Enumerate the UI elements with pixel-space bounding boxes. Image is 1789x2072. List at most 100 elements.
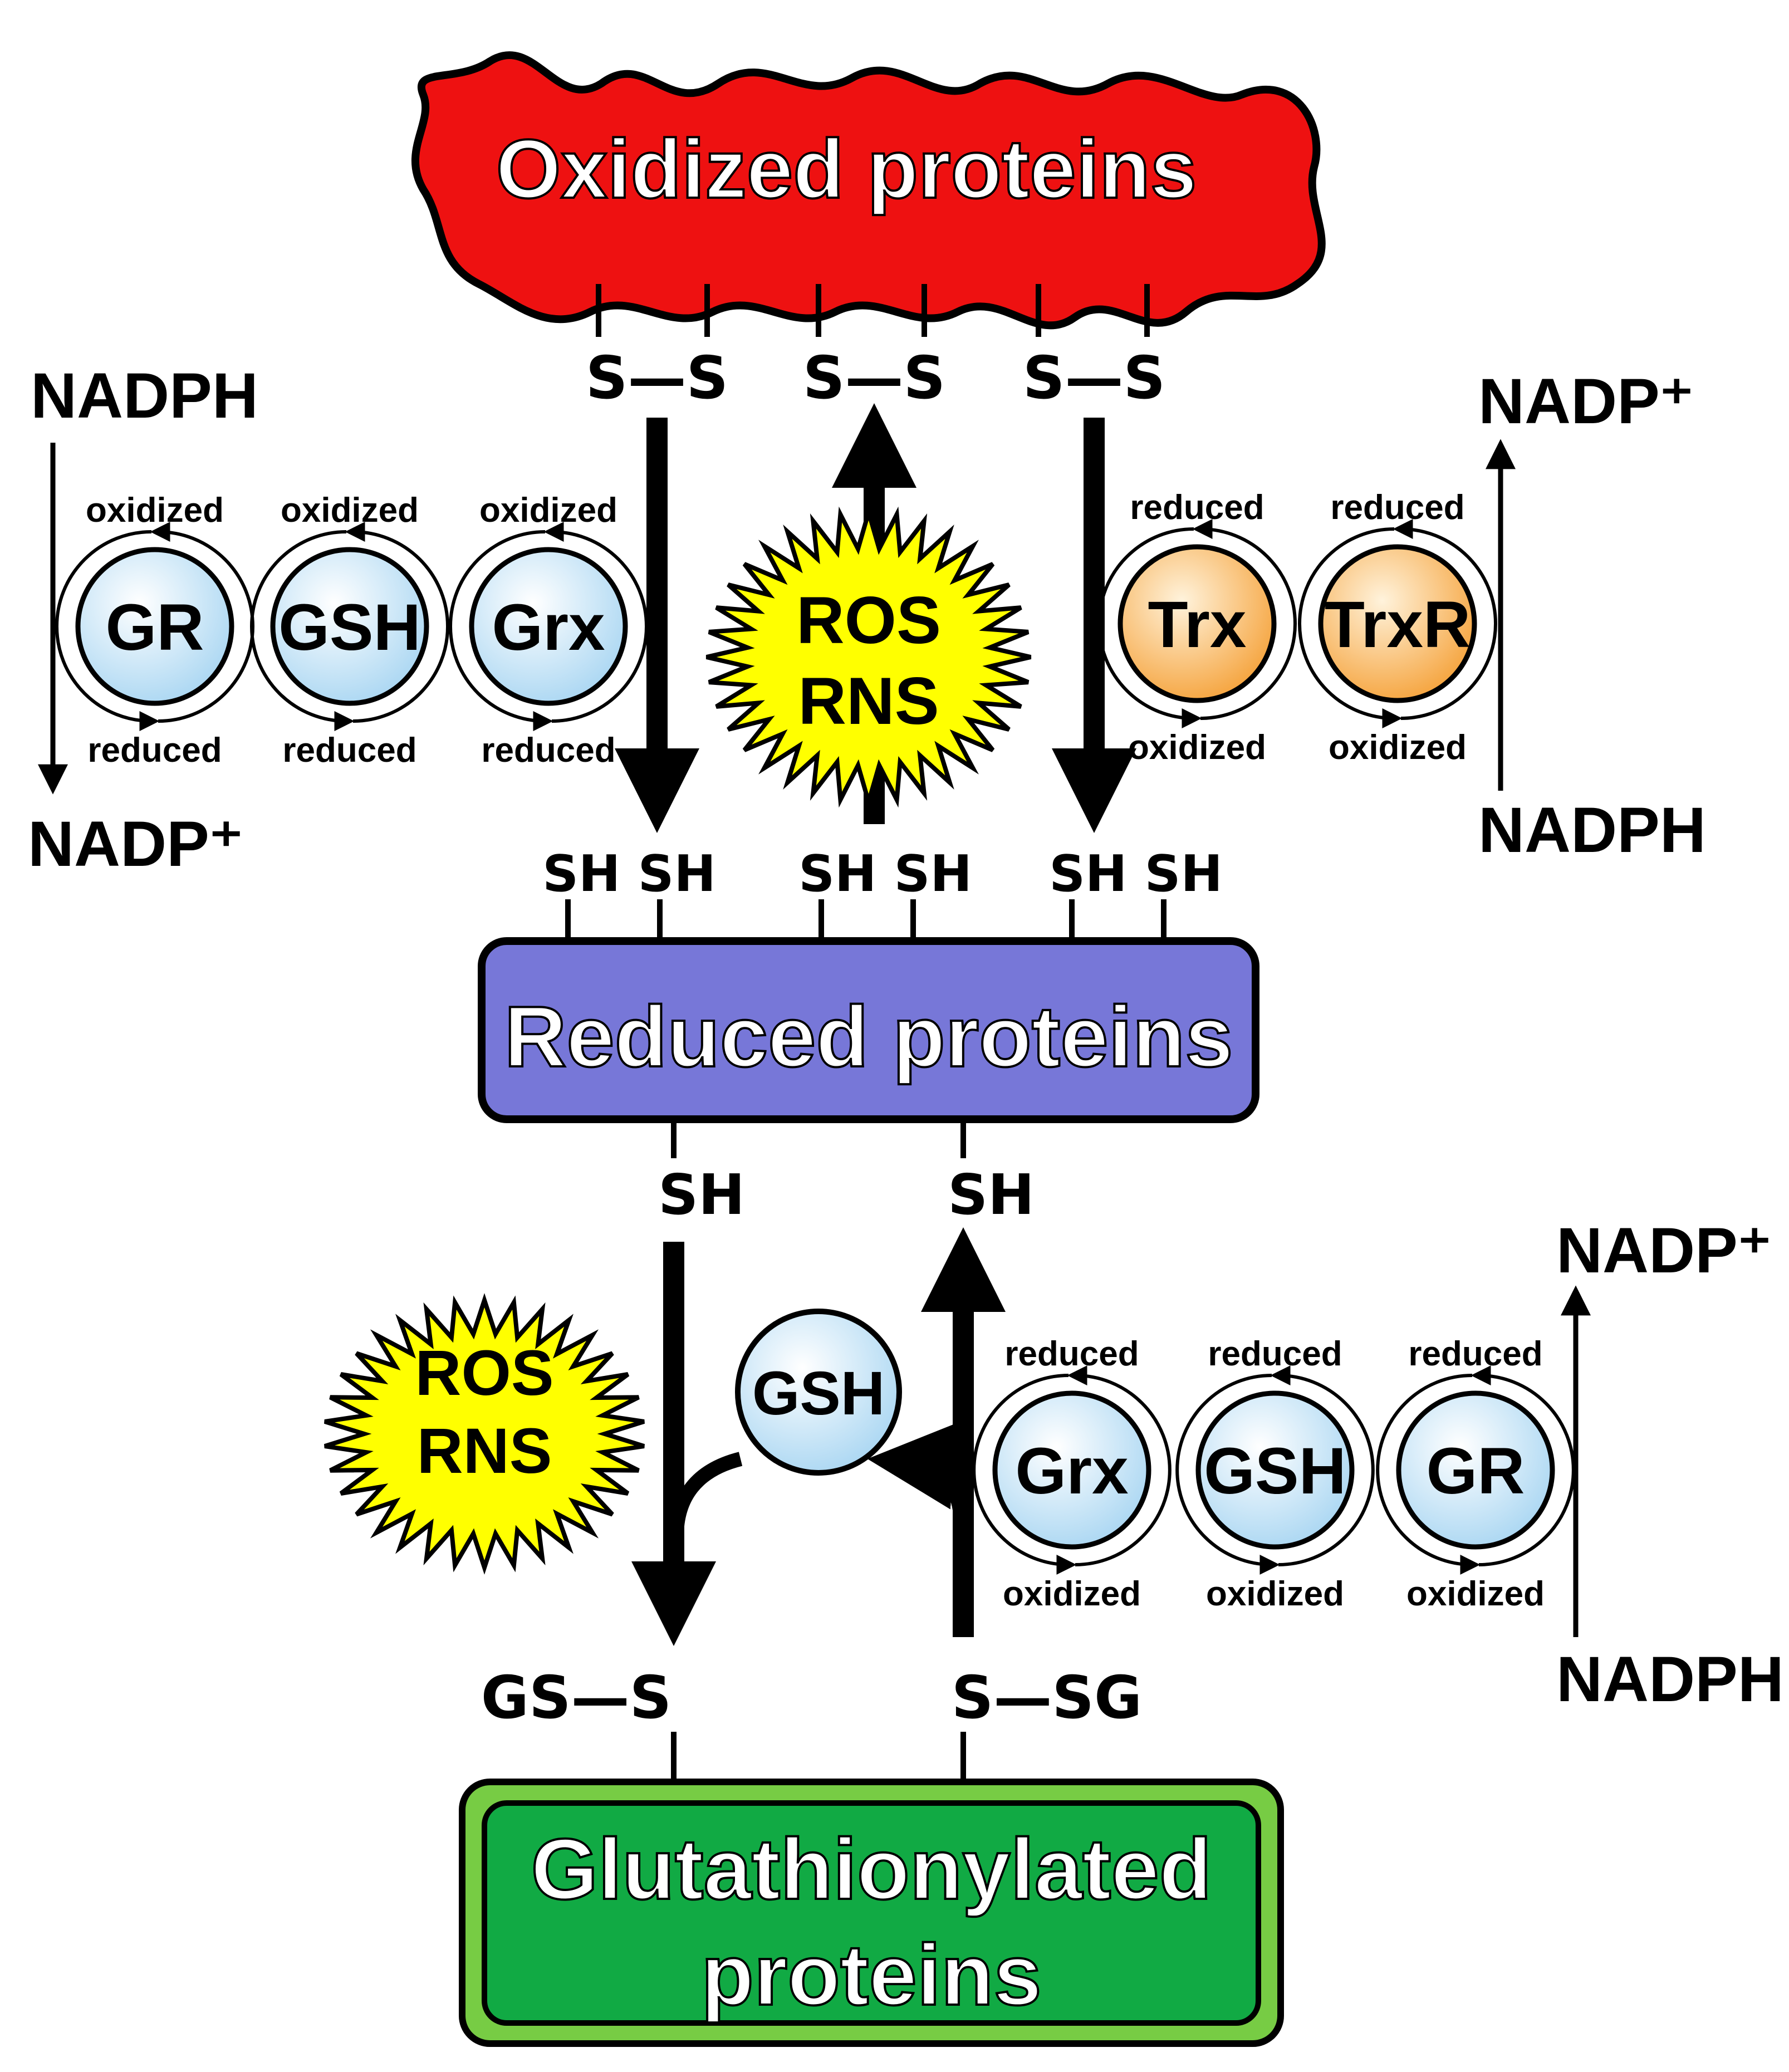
- enzyme-circle: [1396, 1390, 1555, 1550]
- enzyme-label: TrxR: [1325, 588, 1471, 662]
- enzyme-label: GSH: [1204, 1434, 1346, 1508]
- disulfide-label-3: S—S: [1023, 344, 1165, 412]
- sh-lower-left: SH: [658, 1162, 745, 1227]
- free-gsh-label: GSH: [752, 1359, 885, 1428]
- thiol-labels: SH SH SH SH SH SH: [542, 845, 1223, 903]
- cycle-arc-left: [972, 1374, 1077, 1575]
- left-cycle-nadph: NADPH: [31, 360, 258, 432]
- state-label-bottom: reduced: [87, 731, 222, 770]
- state-label-top: reduced: [1130, 488, 1264, 527]
- glutathionylated-label-line1: Glutathionylated: [531, 1821, 1212, 1917]
- starburst-lower-shape: [324, 1293, 645, 1575]
- ros-rns-starburst-lower: ROS RNS: [324, 1293, 645, 1575]
- right-cycle-enzyme-1: Trx reduced oxidized: [1097, 488, 1297, 767]
- cycle-arc-right: [1270, 1365, 1375, 1566]
- state-label-bottom: oxidized: [1003, 1575, 1141, 1613]
- reduced-proteins-shape: [478, 937, 1259, 1123]
- oxidized-proteins-shape: [411, 51, 1326, 330]
- starburst-upper-rns: RNS: [798, 664, 939, 738]
- state-label-top: oxidized: [281, 491, 419, 530]
- thiol-label-3: SH SH: [1049, 845, 1223, 903]
- lower-cycle-enzyme-2: GSH reduced oxidized: [1175, 1335, 1375, 1613]
- cycle-arc-left: [1376, 1374, 1481, 1575]
- enzyme-circle: [1117, 544, 1277, 703]
- thiol-stems: [565, 899, 1166, 941]
- lower-cycle-enzyme-1: Grx reduced oxidized: [972, 1335, 1172, 1613]
- oxidized-proteins-box: Oxidized proteins: [411, 51, 1326, 330]
- cycle-arc-left: [449, 530, 553, 731]
- starburst-upper-shape: [705, 504, 1032, 810]
- thiol-label-2: SH SH: [798, 845, 972, 903]
- state-label-top: oxidized: [86, 491, 224, 530]
- right-cycle-enzymes: Trx reduced oxidized TrxR reduced oxidized: [1097, 488, 1497, 767]
- state-label-bottom: reduced: [481, 731, 615, 770]
- state-label-top: reduced: [1208, 1335, 1342, 1373]
- reduced-proteins-box: Reduced proteins: [478, 937, 1259, 1123]
- enzyme-circle: [270, 547, 429, 706]
- glutathionylated-proteins-box: Glutathionylated proteins: [459, 1779, 1284, 2047]
- cycle-arc-right: [1067, 1365, 1172, 1566]
- enzyme-label: Grx: [1015, 1434, 1128, 1508]
- lower-cycle-enzymes: Grx reduced oxidized GSH reduced oxidized GR re…: [972, 1335, 1575, 1613]
- state-label-bottom: reduced: [282, 731, 416, 770]
- cycle-arc-right: [1471, 1365, 1575, 1566]
- lower-cycle-enzyme-3: GR reduced oxidized: [1376, 1335, 1575, 1613]
- enzyme-label: GR: [1427, 1434, 1525, 1508]
- left-cycle-enzyme-2: GSH oxidized reduced: [250, 491, 449, 770]
- gsh-release-curve: [867, 1423, 968, 1516]
- disulfide-label-1: S—S: [586, 344, 728, 412]
- thiol-label-1: SH SH: [542, 845, 716, 903]
- state-label-bottom: oxidized: [1128, 728, 1266, 767]
- state-label-top: reduced: [1330, 488, 1464, 527]
- s-sg-bond: S—SG: [952, 1664, 1142, 1732]
- starburst-upper-ros: ROS: [796, 583, 941, 658]
- cycle-arc-left: [1298, 527, 1403, 728]
- starburst-lower-ros: ROS: [415, 1338, 553, 1409]
- cycle-arc-left: [55, 530, 160, 731]
- free-gsh: GSH: [735, 1309, 902, 1476]
- glutathionylated-label-line2: proteins: [701, 1927, 1041, 2023]
- cycle-arc-right: [543, 522, 648, 723]
- enzyme-label: Trx: [1148, 588, 1246, 662]
- lower-cycle-nadph: NADPH: [1556, 1644, 1784, 1715]
- left-cycle-enzymes: GRoxidizedreducedGSHoxidizedreducedGrxox…: [55, 491, 648, 770]
- state-label-top: reduced: [1004, 1335, 1139, 1373]
- enzyme-label: Grx: [492, 591, 605, 664]
- state-label-bottom: oxidized: [1329, 728, 1467, 767]
- cycle-arc-left: [1097, 527, 1202, 728]
- oxidized-proteins-label: Oxidized proteins: [496, 122, 1197, 215]
- enzyme-circle: [992, 1390, 1151, 1550]
- enzyme-circle: [75, 547, 234, 706]
- state-label-top: reduced: [1408, 1335, 1542, 1373]
- disulfide-label-2: S—S: [803, 344, 945, 412]
- cycle-arc-right: [1192, 519, 1297, 720]
- cycle-arc-left: [250, 530, 355, 731]
- right-cycle-nadph: NADPH: [1478, 795, 1706, 866]
- state-label-bottom: oxidized: [1406, 1575, 1545, 1613]
- sh-lower-right: SH: [948, 1162, 1035, 1227]
- cycle-arc-right: [1393, 519, 1497, 720]
- glutathionylated-inner: [482, 1800, 1261, 2026]
- gsh-entry-curve: [669, 1452, 743, 1537]
- cycle-arc-right: [345, 522, 449, 723]
- enzyme-label: GSH: [278, 591, 421, 664]
- lower-cycle-nadp: NADP⁺: [1556, 1215, 1772, 1286]
- disulfide-stems: [596, 284, 1150, 337]
- cycle-arc-left: [1175, 1374, 1280, 1575]
- right-cycle-enzyme-2: TrxR reduced oxidized: [1298, 488, 1497, 767]
- gs-s-bond: GS—S: [481, 1664, 672, 1732]
- right-cycle-nadp: NADP⁺: [1478, 366, 1694, 437]
- disulfide-labels: S—S S—S S—S: [586, 344, 1165, 412]
- left-cycle-nadp: NADP⁺: [28, 809, 243, 880]
- free-gsh-circle: [735, 1309, 902, 1476]
- ros-rns-starburst-upper: ROS RNS: [705, 504, 1032, 810]
- enzyme-circle: [1195, 1390, 1355, 1550]
- enzyme-circle: [469, 547, 628, 706]
- reduced-proteins-label: Reduced proteins: [504, 988, 1233, 1085]
- state-label-bottom: oxidized: [1206, 1575, 1344, 1613]
- starburst-lower-rns: RNS: [417, 1415, 552, 1487]
